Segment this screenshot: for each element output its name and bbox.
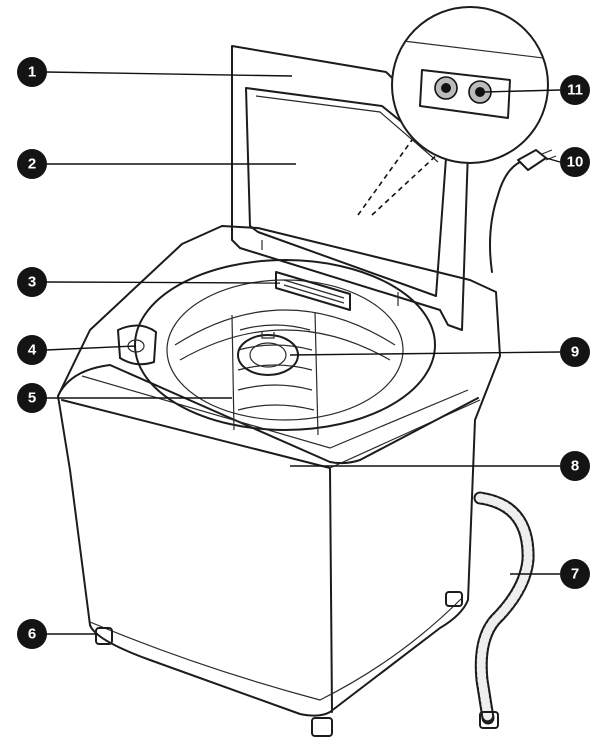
svg-text:7: 7 — [571, 566, 579, 583]
svg-text:3: 3 — [28, 274, 36, 291]
svg-text:6: 6 — [28, 626, 36, 643]
svg-text:1: 1 — [28, 64, 36, 81]
svg-text:10: 10 — [567, 154, 584, 171]
callout-11: 11 — [560, 75, 590, 105]
callout-5: 5 — [17, 383, 47, 413]
svg-text:11: 11 — [567, 82, 583, 99]
svg-text:4: 4 — [28, 342, 37, 359]
svg-text:8: 8 — [571, 458, 579, 475]
leveling-feet — [95, 591, 463, 737]
callout-8: 8 — [560, 451, 590, 481]
tub — [134, 259, 436, 431]
svg-text:9: 9 — [571, 344, 579, 361]
drain-hose — [473, 491, 535, 729]
callout-1: 1 — [17, 57, 47, 87]
svg-text:2: 2 — [28, 156, 36, 173]
callout-10: 10 — [560, 147, 590, 177]
callout-7: 7 — [560, 559, 590, 589]
callout-3: 3 — [17, 267, 47, 297]
power-cord — [489, 149, 557, 273]
callout-4: 4 — [17, 335, 47, 365]
zoom-indicator-lines — [357, 139, 441, 216]
lint-filter — [237, 332, 299, 376]
leader-lines — [45, 71, 561, 635]
svg-text:5: 5 — [28, 390, 36, 407]
callout-6: 6 — [17, 619, 47, 649]
callout-2: 2 — [17, 149, 47, 179]
inlet-zoom — [391, 6, 549, 164]
cabinet — [57, 225, 501, 717]
callout-9: 9 — [560, 337, 590, 367]
